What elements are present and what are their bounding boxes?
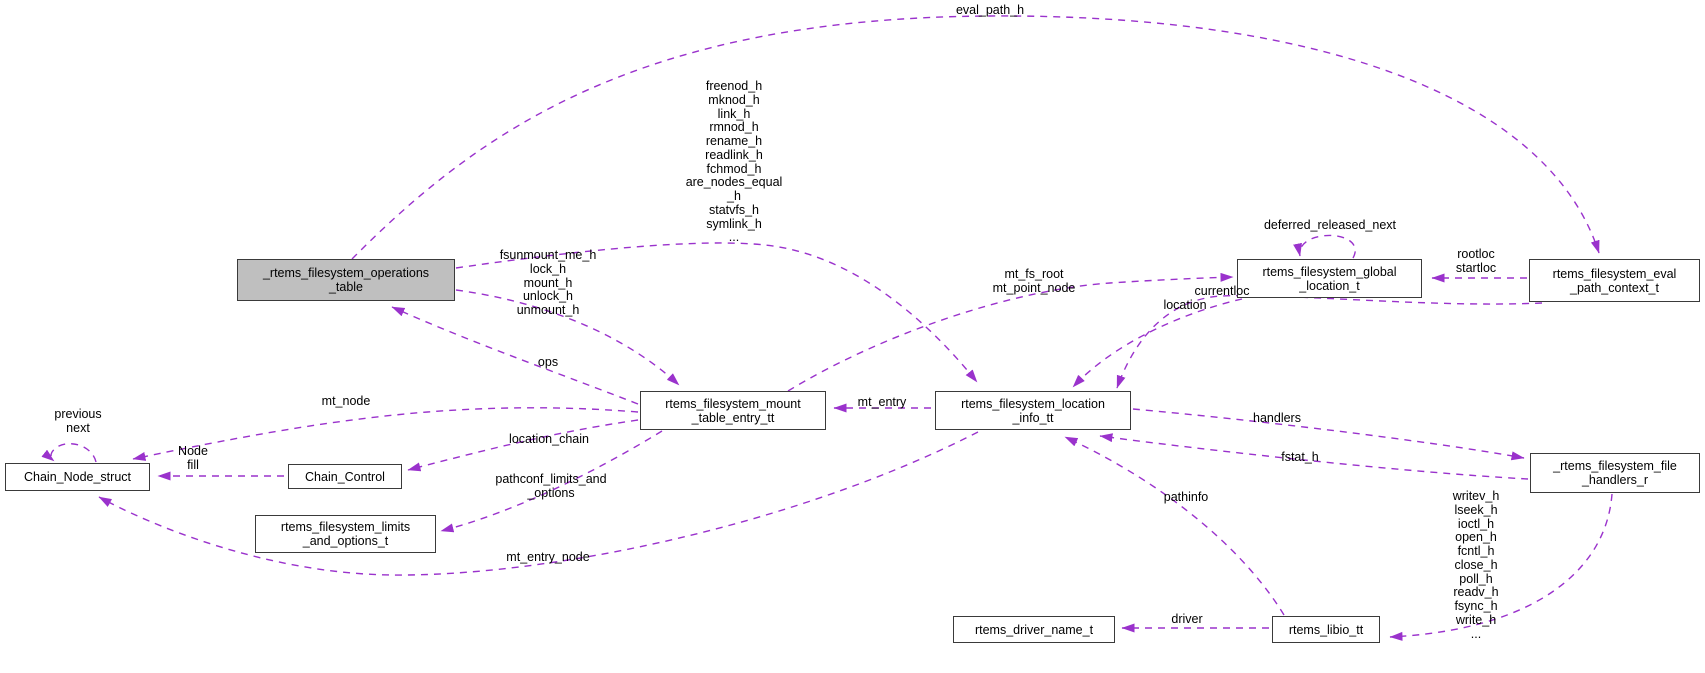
edge-label-pathconf: pathconf_limits_and _options <box>495 472 607 500</box>
edge-freenod-handlers <box>455 242 978 383</box>
node-location-info[interactable]: rtems_filesystem_location _info_tt <box>935 391 1131 430</box>
edge-label-mount-ops-stack: fsunmount_me_h lock_h mount_h unlock_h u… <box>499 248 597 317</box>
edge-label-fstat-h: fstat_h <box>1281 450 1319 464</box>
edge-location-chain <box>407 419 639 472</box>
edge-label-deferred-released-next: deferred_released_next <box>1263 218 1397 232</box>
edge-mt-entry-node <box>98 431 979 576</box>
node-file-handlers[interactable]: _rtems_filesystem_file _handlers_r <box>1530 453 1700 493</box>
edge-label-location-chain: location_chain <box>509 432 589 446</box>
edge-mt-fs-root <box>787 272 1234 392</box>
edge-location <box>1072 298 1243 388</box>
node-driver-name[interactable]: rtems_driver_name_t <box>953 616 1115 643</box>
node-libio[interactable]: rtems_libio_tt <box>1272 616 1380 643</box>
edge-label-mt-node: mt_node <box>321 394 371 408</box>
edge-handlers <box>1132 408 1525 461</box>
node-mount-table-entry[interactable]: rtems_filesystem_mount _table_entry_tt <box>640 391 826 430</box>
node-eval-path-context[interactable]: rtems_filesystem_eval _path_context_t <box>1529 259 1700 302</box>
edge-label-io-handlers-stack: writev_h lseek_h ioctl_h open_h fcntl_h … <box>1452 489 1500 641</box>
edge-pathconf <box>440 430 663 533</box>
edge-label-node-fill: Node fill <box>178 444 208 472</box>
node-chain-node-struct[interactable]: Chain_Node_struct <box>5 463 150 491</box>
edge-label-handlers: handlers <box>1253 411 1301 425</box>
edge-label-previous-next: previous next <box>54 407 102 435</box>
edge-label-pathinfo: pathinfo <box>1163 490 1209 504</box>
edge-label-rootloc-startloc: rootloc startloc <box>1455 247 1497 275</box>
edge-label-currentloc: currentloc <box>1194 284 1250 298</box>
edge-fstat-h <box>1099 433 1529 480</box>
edge-pathinfo <box>1064 436 1285 616</box>
edge-eval-path-h <box>351 15 1600 260</box>
edge-mt-node <box>132 407 639 461</box>
edge-previous-next <box>41 443 97 463</box>
edge-label-node-ops-stack: freenod_h mknod_h link_h rmnod_h rename_… <box>685 79 783 245</box>
edge-label-eval-path-h: eval_path_h <box>955 3 1025 17</box>
edge-ops <box>391 306 639 405</box>
edge-deferred-released-next <box>1293 234 1356 259</box>
node-global-location[interactable]: rtems_filesystem_global _location_t <box>1237 259 1422 298</box>
node-limits-and-options[interactable]: rtems_filesystem_limits _and_options_t <box>255 515 436 553</box>
node-chain-control[interactable]: Chain_Control <box>288 464 402 489</box>
edge-io-handlers <box>1389 493 1613 641</box>
edge-label-mt-entry-node: mt_entry_node <box>506 550 590 564</box>
edge-label-mt-fs-root: mt_fs_root mt_point_node <box>992 267 1076 295</box>
edge-label-mt-entry: mt_entry <box>857 395 907 409</box>
edge-label-location: location <box>1163 298 1207 312</box>
edge-label-driver: driver <box>1171 612 1203 626</box>
node-operations-table: _rtems_filesystem_operations _table <box>237 259 455 301</box>
edge-label-ops: ops <box>537 355 559 369</box>
